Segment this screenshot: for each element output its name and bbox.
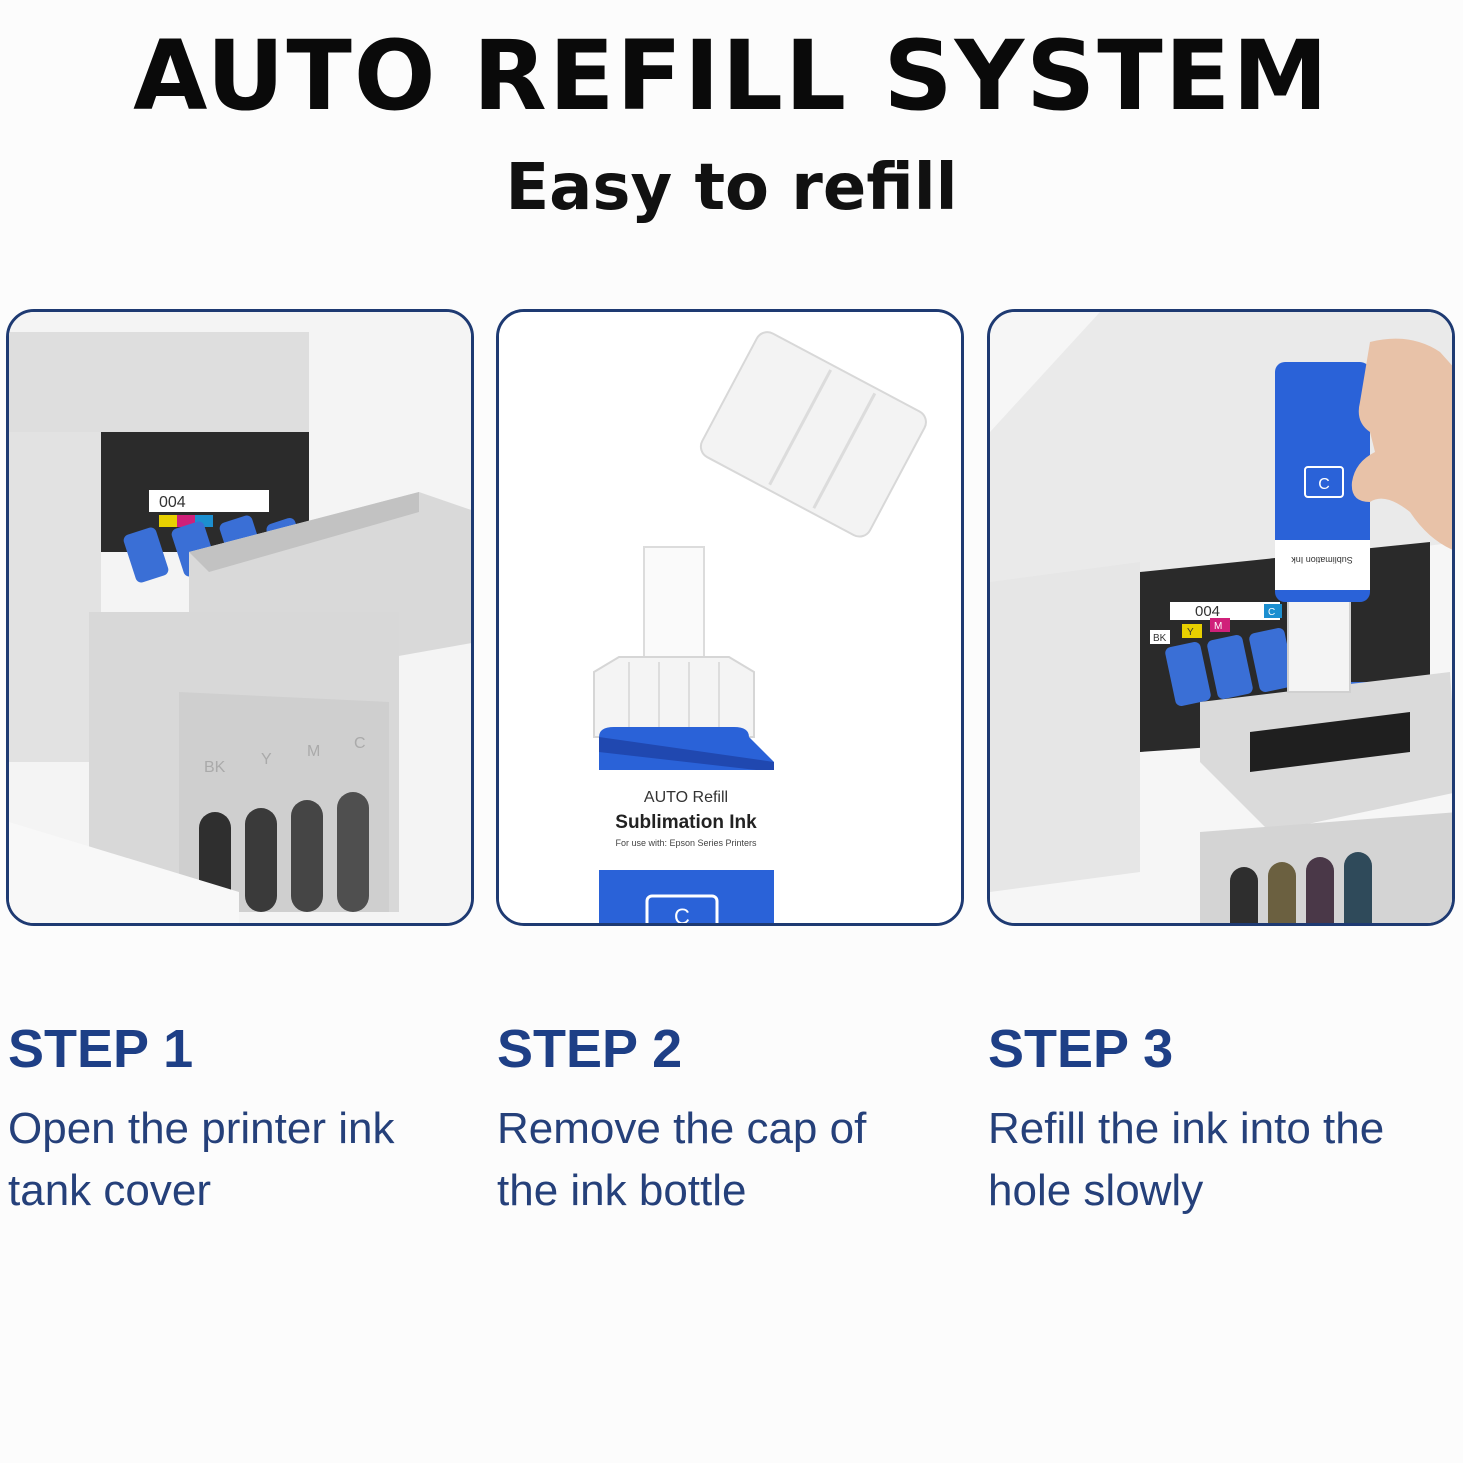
y-label: Y: [261, 751, 272, 768]
bk-label-3: BK: [1153, 633, 1167, 644]
y-label-3: Y: [1187, 627, 1194, 638]
step-1-line-2: tank cover: [8, 1166, 211, 1215]
step-3-line-2: hole slowly: [988, 1166, 1204, 1215]
ink-bottle-illustration: AUTO Refill Sublimation Ink For use with…: [499, 312, 961, 926]
bottle-product: Sublimation Ink: [615, 812, 757, 833]
step-3-line-1: Refill the ink into the: [988, 1104, 1385, 1153]
refill-illustration: 004 BK Y M C Sublimation Ink C: [990, 312, 1452, 923]
step-2-description: Remove the cap of the ink bottle: [497, 1098, 967, 1222]
model-label: 004: [159, 494, 186, 511]
step-1-image: 004 BK Y M C: [6, 309, 474, 926]
step-2-image: AUTO Refill Sublimation Ink For use with…: [496, 309, 964, 926]
page-title: AUTO REFILL SYSTEM: [133, 20, 1330, 132]
printer-open-cover-illustration: 004 BK Y M C: [9, 312, 471, 923]
step-1-description: Open the printer ink tank cover: [8, 1098, 478, 1222]
step-3-description: Refill the ink into the hole slowly: [988, 1098, 1458, 1222]
page-subtitle: Easy to refill: [505, 151, 958, 225]
bottle-cap-icon: [699, 331, 927, 538]
c-label: C: [354, 735, 366, 752]
bottle-brand: AUTO Refill: [644, 789, 728, 806]
step-3-title: STEP 3: [988, 1019, 1174, 1079]
bk-label: BK: [204, 759, 226, 776]
c-label-3: C: [1268, 607, 1275, 618]
bottle-compat: For use with: Epson Series Printers: [615, 838, 757, 848]
step-2-line-1: Remove the cap of: [497, 1104, 867, 1153]
bottle-color-letter-3: C: [1318, 476, 1330, 493]
m-label: M: [307, 743, 320, 760]
bottle-color-letter: C: [674, 904, 690, 926]
step-3-image: 004 BK Y M C Sublimation Ink C: [987, 309, 1455, 926]
svg-text:Sublimation Ink: Sublimation Ink: [1291, 555, 1353, 565]
step-1-line-1: Open the printer ink: [8, 1104, 395, 1153]
step-2-title: STEP 2: [497, 1019, 683, 1079]
step-1-title: STEP 1: [8, 1019, 194, 1079]
step-2-line-2: the ink bottle: [497, 1166, 747, 1215]
model-label-3: 004: [1195, 603, 1220, 620]
m-label-3: M: [1214, 621, 1222, 632]
